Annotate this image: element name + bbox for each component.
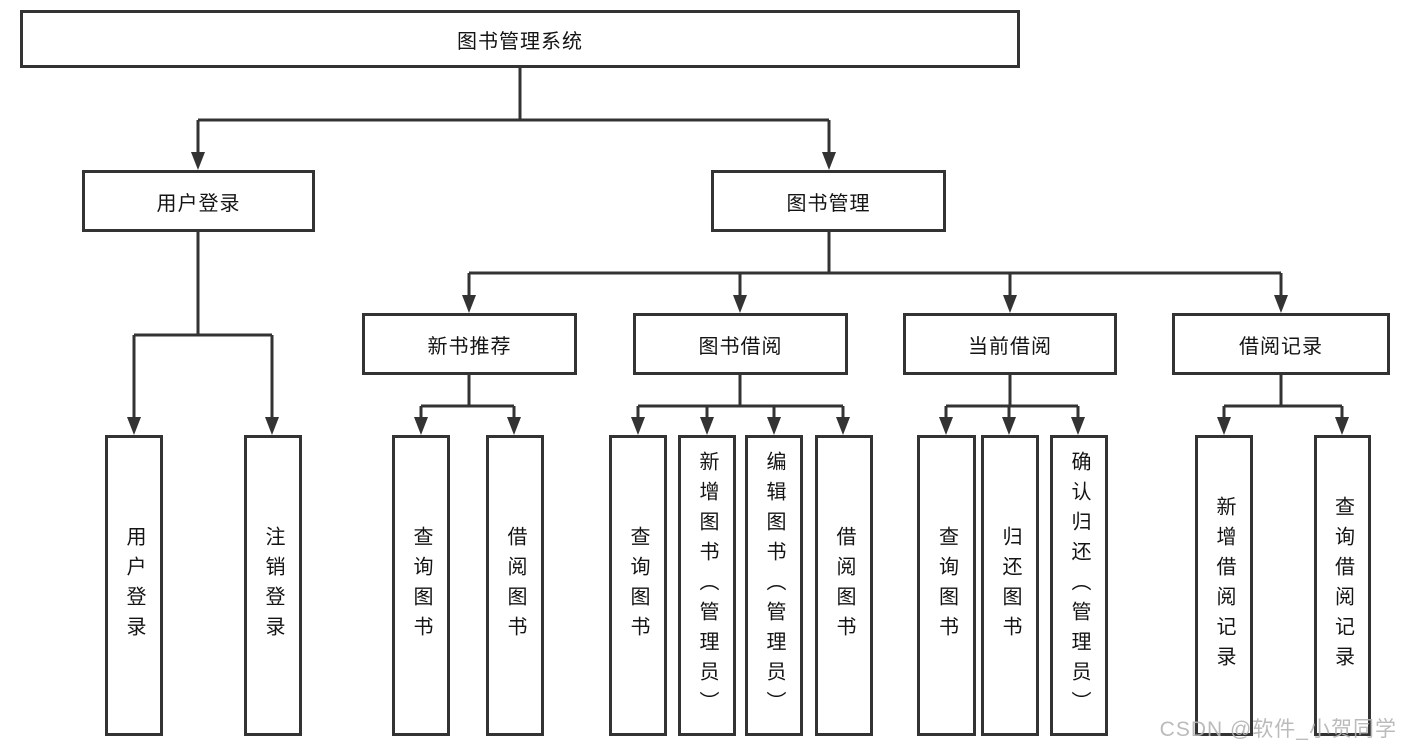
leaf-records-query-record: 查询借阅记录 [1314,435,1371,736]
leaf-borrowing-add-books-admin: 新增图书（管理员） [678,435,736,736]
leaf-borrowing-edit-books-admin: 编辑图书（管理员） [745,435,803,736]
connector-arrowheads [127,152,1349,435]
node-user-login: 用户登录 [82,170,315,232]
leaf-current-confirm-return-admin: 确认归还（管理员） [1050,435,1108,736]
leaf-user-login: 用户登录 [105,435,163,736]
node-root-library-system: 图书管理系统 [20,10,1020,68]
leaf-borrowing-borrow-books: 借阅图书 [815,435,873,736]
leaf-current-return-books: 归还图书 [981,435,1039,736]
node-book-management: 图书管理 [711,170,946,232]
leaf-recommend-query-books: 查询图书 [392,435,450,736]
leaf-current-query-books: 查询图书 [917,435,976,736]
leaf-recommend-borrow-books: 借阅图书 [486,435,544,736]
leaf-logout: 注销登录 [244,435,302,736]
connector-segments [132,68,1344,418]
leaf-borrowing-query-books: 查询图书 [609,435,667,736]
node-current-borrowing: 当前借阅 [903,313,1117,375]
node-new-book-recommend: 新书推荐 [362,313,577,375]
node-book-borrowing: 图书借阅 [633,313,848,375]
leaf-records-add-record: 新增借阅记录 [1195,435,1253,736]
node-borrowing-records: 借阅记录 [1172,313,1390,375]
